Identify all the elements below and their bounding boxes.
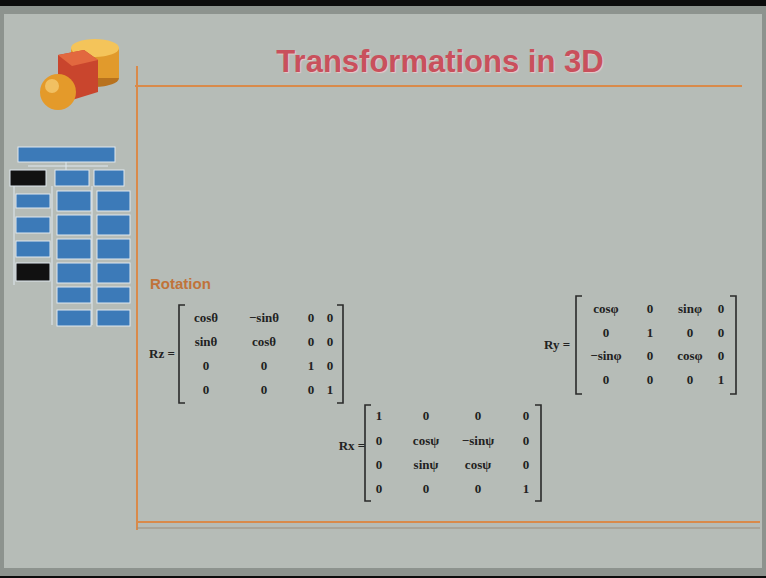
matrix-cell: 0 xyxy=(376,457,383,473)
matrix-cell: 0 xyxy=(603,325,610,341)
matrix-cell: 0 xyxy=(423,408,430,424)
matrix-cell: 0 xyxy=(327,358,334,374)
matrix-cell: 1 xyxy=(718,372,725,388)
matrix-cell: 0 xyxy=(203,358,210,374)
matrix-cell: 1 xyxy=(523,481,530,497)
matrix-cell: 0 xyxy=(308,334,315,350)
matrix-cell: 0 xyxy=(718,325,725,341)
matrix-cell: 0 xyxy=(523,433,530,449)
matrix-cell: 0 xyxy=(603,372,610,388)
matrix-cell: 0 xyxy=(647,372,654,388)
matrix-cell: 0 xyxy=(475,481,482,497)
shapes-icon xyxy=(40,39,119,110)
matrix-cell: 0 xyxy=(687,372,694,388)
matrix-cell: sinψ xyxy=(414,457,439,473)
matrix-cell: 0 xyxy=(261,358,268,374)
matrix-cell: 0 xyxy=(261,382,268,398)
matrix-cell: sinφ xyxy=(678,301,702,317)
matrix-cell: 0 xyxy=(376,481,383,497)
nav-tree xyxy=(10,147,130,326)
matrix-cell: 0 xyxy=(687,325,694,341)
matrix-name: Ry = xyxy=(544,337,570,353)
matrix-cell: 0 xyxy=(647,348,654,364)
matrix-cell: 1 xyxy=(308,358,315,374)
matrix-cell: 0 xyxy=(308,382,315,398)
matrix-cell: sinθ xyxy=(195,334,218,350)
matrix-cell: cosθ xyxy=(194,310,218,326)
matrix-cell: cosφ xyxy=(677,348,702,364)
matrix-bracket xyxy=(179,296,736,501)
matrix-cell: −sinψ xyxy=(462,433,494,449)
matrix-cell: 0 xyxy=(327,334,334,350)
matrix-cell: 0 xyxy=(647,301,654,317)
matrix-cell: −sinφ xyxy=(590,348,621,364)
matrix-cell: 0 xyxy=(475,408,482,424)
matrix-cell: 1 xyxy=(376,408,383,424)
slide-background xyxy=(0,10,766,572)
matrix-cell: 0 xyxy=(523,457,530,473)
matrix-cell: 0 xyxy=(376,433,383,449)
matrix-cell: −sinθ xyxy=(249,310,279,326)
matrix-cell: cosψ xyxy=(413,433,439,449)
matrix-cell: 0 xyxy=(308,310,315,326)
matrix-cell: 0 xyxy=(523,408,530,424)
matrix-cell: cosφ xyxy=(593,301,618,317)
section-heading: Rotation xyxy=(150,275,211,292)
matrix-cell: 0 xyxy=(203,382,210,398)
matrix-name: Rz = xyxy=(149,346,175,362)
matrix-cell: 1 xyxy=(647,325,654,341)
frame-lines xyxy=(135,66,760,530)
matrix-cell: 0 xyxy=(718,301,725,317)
matrix-cell: 1 xyxy=(327,382,334,398)
slide-vignette xyxy=(0,10,766,572)
matrix-cell: cosψ xyxy=(465,457,491,473)
matrix-cell: 0 xyxy=(718,348,725,364)
slide-title: Transformations in 3D xyxy=(276,44,603,80)
matrix-cell: 0 xyxy=(327,310,334,326)
matrix-cell: 0 xyxy=(423,481,430,497)
matrix-cell: cosθ xyxy=(252,334,276,350)
matrix-name: Rx = xyxy=(339,438,366,454)
